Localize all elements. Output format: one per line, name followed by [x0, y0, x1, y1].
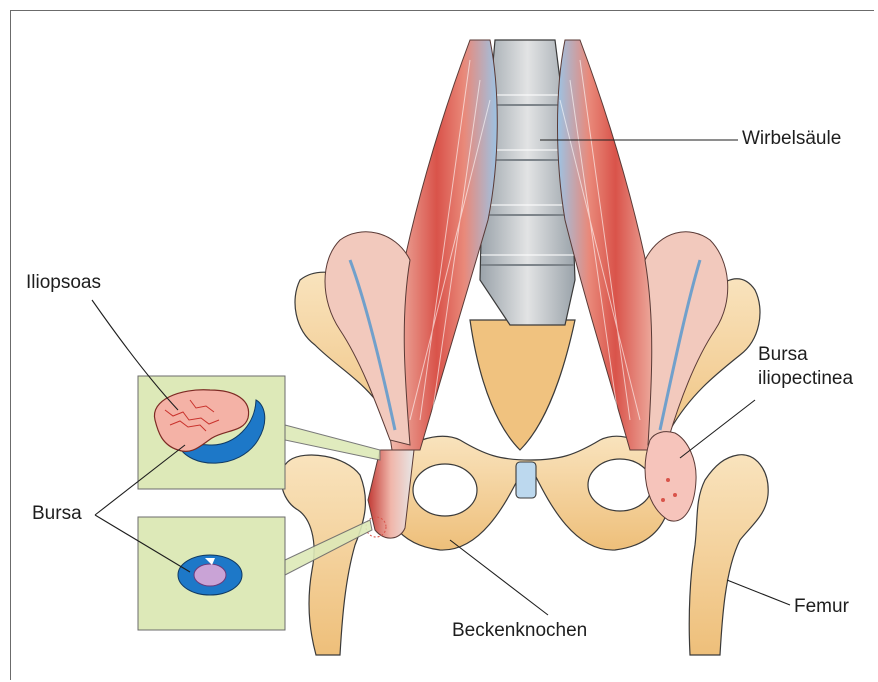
right-psoas-muscle [558, 40, 663, 450]
label-wirbelsaeule: Wirbelsäule [742, 128, 841, 150]
inset-cross-section-iliopsoas [138, 376, 285, 489]
inset-cross-section-bursa [138, 517, 285, 630]
label-bursa-iliopectinea-line2: iliopectinea [758, 368, 853, 390]
label-bursa-iliopectinea-line1: Bursa [758, 344, 808, 366]
label-beckenknochen: Beckenknochen [452, 620, 587, 642]
label-iliopsoas: Iliopsoas [26, 272, 101, 294]
right-femur [689, 455, 768, 655]
label-femur: Femur [794, 596, 849, 618]
label-bursa: Bursa [32, 503, 82, 525]
